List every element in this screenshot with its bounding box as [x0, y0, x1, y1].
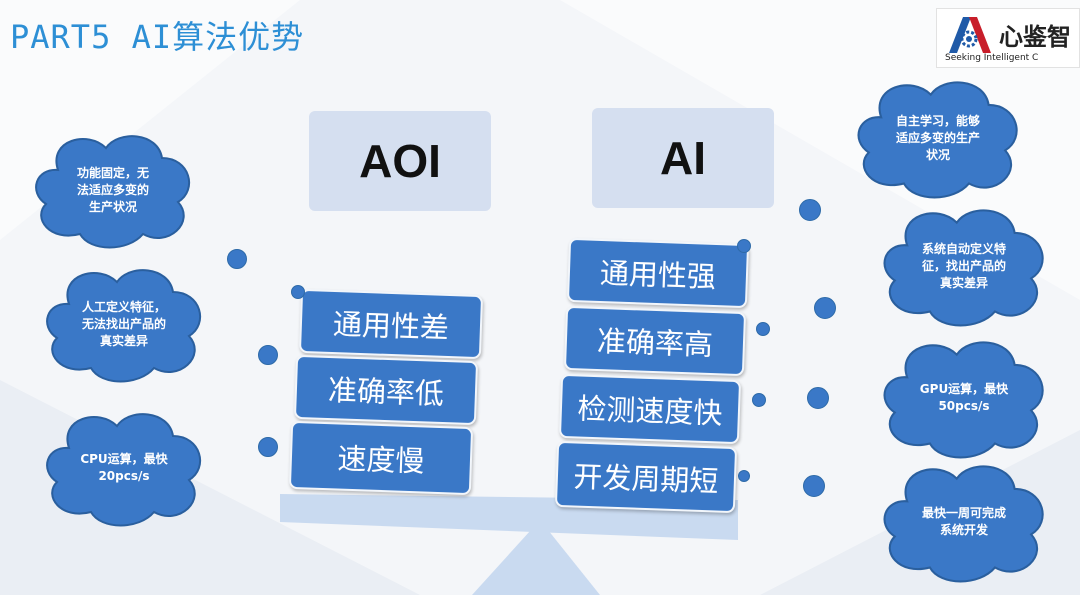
- aoi-cloud-shape: [46, 269, 202, 383]
- thought-dot: [752, 393, 766, 407]
- aoi-item: 速度慢: [288, 420, 474, 496]
- ai-cloud-text: 自主学习，能够 适应多变的生产 状况: [895, 113, 980, 162]
- thought-dot: [258, 437, 278, 457]
- logo-mark-icon: [949, 17, 991, 53]
- aoi-header: AOI: [309, 111, 491, 211]
- logo-subtitle: Seeking Intelligent C: [945, 53, 1039, 63]
- thought-dot: [803, 475, 825, 497]
- aoi-cloud-shape: [35, 135, 191, 249]
- aoi-item: 通用性差: [298, 288, 484, 360]
- ai-item: 检测速度快: [558, 373, 742, 445]
- page-title: PART5 AI算法优势: [10, 18, 305, 56]
- thought-dot: [737, 239, 751, 253]
- aoi-cloud-text: CPU运算，最快 20pcs/s: [80, 452, 168, 483]
- thought-dot: [756, 322, 770, 336]
- logo-name: 心鉴智: [999, 23, 1071, 51]
- thought-dot: [291, 285, 305, 299]
- ai-cloud-shape: [883, 341, 1044, 459]
- thought-dot: [258, 345, 278, 365]
- aoi-cloud-shape: [46, 413, 202, 527]
- company-logo: 心鉴智 Seeking Intelligent C: [936, 8, 1080, 68]
- ai-cloud-shape: [857, 81, 1018, 199]
- balance-fulcrum: [472, 520, 600, 595]
- ai-item: 通用性强: [566, 237, 750, 309]
- thought-dot: [738, 470, 750, 482]
- ai-cloud-text: 系统自动定义特 征，找出产品的 真实差异: [921, 241, 1006, 290]
- aoi-cloud-text: 功能固定，无 法适应多变的 生产状况: [76, 165, 149, 214]
- thought-dot: [799, 199, 821, 221]
- ai-header: AI: [592, 108, 774, 208]
- ai-item: 开发周期短: [554, 440, 738, 514]
- aoi-cloud-text: 人工定义特征， 无法找出产品的 真实差异: [81, 299, 166, 348]
- ai-cloud-text: GPU运算，最快 50pcs/s: [919, 382, 1009, 413]
- thought-dot: [807, 387, 829, 409]
- aoi-item: 准确率低: [293, 354, 479, 426]
- ai-cloud-shape: [883, 209, 1044, 327]
- ai-cloud-text: 最快一周可完成 系统开发: [921, 506, 1006, 537]
- ai-item: 准确率高: [563, 305, 747, 377]
- ai-cloud-shape: [883, 465, 1044, 583]
- thought-dot: [814, 297, 836, 319]
- thought-dot: [227, 249, 247, 269]
